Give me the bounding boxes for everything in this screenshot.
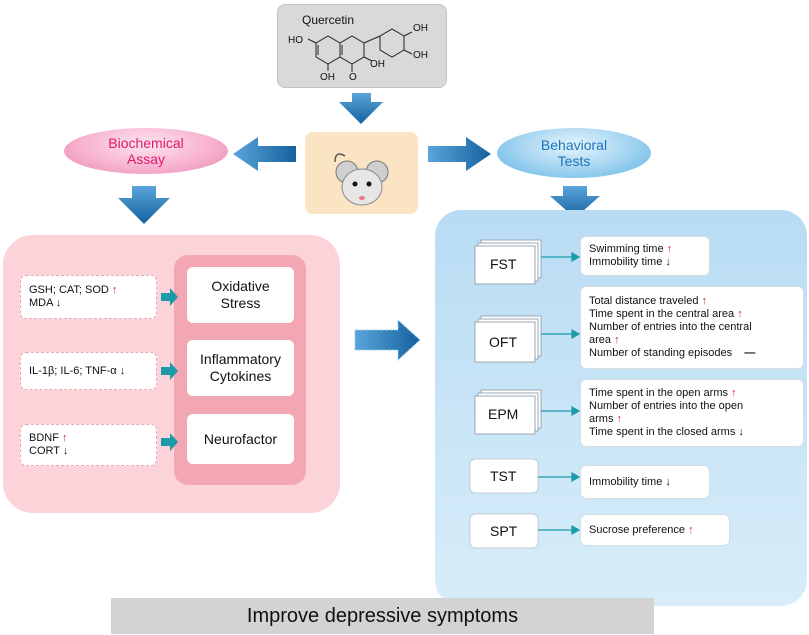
up-arrow-icon: ↑	[616, 413, 623, 425]
marker-line: BDNF	[29, 432, 59, 444]
result-line: Number of entries into the central	[589, 321, 752, 333]
result-line: Time spent in the closed arms	[589, 426, 736, 438]
result-box-epm: Time spent in the open arms ↑ Number of …	[580, 379, 804, 447]
category-line: Oxidative	[211, 278, 270, 294]
arrow-right-middle-icon	[354, 318, 421, 362]
down-arrow-icon: ↓	[62, 445, 69, 457]
quercetin-structure-icon	[307, 28, 413, 72]
arrow-right-behavioral-icon	[428, 137, 491, 171]
result-line: area	[589, 334, 612, 346]
quercetin-oh-label-1: OH	[413, 23, 428, 34]
up-arrow-icon: ↑	[737, 308, 743, 320]
marker-box-inflammatory: IL-1β; IL-6; TNF-α ↓	[20, 352, 157, 390]
result-line: arms	[589, 413, 614, 425]
result-box-tst: Immobility time ↓	[580, 465, 710, 499]
result-line: Number of entries into the open	[589, 400, 744, 412]
quercetin-panel: Quercetin HO OH OH OH OH O	[277, 4, 447, 88]
mouse-icon	[334, 153, 389, 206]
arrow-left-biochemical-icon	[233, 137, 296, 171]
behavioral-tests-label: Behavioral Tests	[497, 128, 651, 178]
down-arrow-icon: ↓	[665, 256, 671, 268]
category-line: Neurofactor	[203, 430, 278, 447]
result-line: Immobility time	[589, 475, 663, 488]
marker-line: CORT	[29, 445, 60, 457]
arrow-down-behavioral-icon	[550, 186, 600, 218]
down-arrow-icon: ↓	[665, 475, 671, 488]
quercetin-o-label: O	[349, 72, 357, 83]
arrow-down-quercetin-icon	[339, 93, 383, 124]
quercetin-title: Quercetin	[302, 13, 355, 27]
marker-arrow-icon	[161, 288, 178, 306]
quercetin-oh-label-4: OH	[320, 72, 335, 83]
up-arrow-icon: ↑	[688, 523, 694, 536]
mouse-panel	[305, 132, 418, 214]
down-arrow-icon: ↓	[55, 297, 62, 309]
category-line: Cytokines	[209, 368, 272, 384]
category-oxidative-stress: Oxidative Stress	[187, 267, 294, 323]
quercetin-oh-label-2: OH	[413, 50, 428, 61]
up-arrow-icon: ↑	[731, 387, 737, 399]
conclusion-text: Improve depressive symptoms	[246, 604, 519, 627]
test-label-spt: SPT	[490, 523, 518, 539]
biochemical-assay-label: Biochemical Assay	[64, 128, 228, 174]
result-line: Time spent in the open arms	[589, 387, 728, 399]
category-line: Stress	[220, 295, 261, 311]
dash-icon: —	[744, 347, 756, 359]
category-inflammatory-cytokines: Inflammatory Cytokines	[187, 340, 294, 396]
marker-arrow-icon	[161, 362, 178, 380]
category-neurofactor: Neurofactor	[187, 414, 294, 464]
arrow-down-biochemical-icon	[118, 186, 170, 224]
result-box-spt: Sucrose preference ↑	[580, 514, 730, 546]
test-label-tst: TST	[490, 468, 517, 484]
marker-line: GSH; CAT; SOD	[29, 284, 109, 296]
biochemical-title-line1: Biochemical	[108, 135, 184, 151]
marker-box-neurofactor: BDNF ↑ CORT ↓	[20, 424, 157, 466]
up-arrow-icon: ↑	[666, 243, 673, 255]
marker-line: IL-1β; IL-6; TNF-α	[29, 364, 117, 377]
biochemical-title-line2: Assay	[126, 151, 166, 167]
behavioral-title-line2: Tests	[557, 153, 591, 169]
result-box-fst: Swimming time ↑ Immobility time ↓	[580, 236, 710, 276]
marker-box-oxidative: GSH; CAT; SOD ↑ MDA ↓	[20, 275, 157, 319]
marker-line: MDA	[29, 297, 53, 309]
up-arrow-icon: ↑	[111, 284, 118, 296]
test-label-oft: OFT	[489, 334, 517, 350]
category-line: Inflammatory	[200, 351, 281, 367]
conclusion-bar: Improve depressive symptoms	[111, 598, 654, 634]
quercetin-ho-label: HO	[288, 35, 303, 46]
up-arrow-icon: ↑	[614, 334, 620, 346]
test-label-epm: EPM	[488, 406, 519, 422]
result-line: Swimming time	[589, 243, 664, 255]
down-arrow-icon: ↓	[738, 426, 744, 438]
result-line: Time spent in the central area	[589, 308, 735, 320]
up-arrow-icon: ↑	[62, 432, 68, 444]
result-line: Number of standing episodes	[589, 347, 733, 359]
down-arrow-icon: ↓	[119, 364, 126, 377]
marker-arrow-icon	[161, 433, 178, 451]
result-line: Immobility time	[589, 256, 663, 268]
test-label-fst: FST	[490, 256, 517, 272]
quercetin-oh-label-3: OH	[370, 59, 385, 70]
result-line: Total distance traveled	[589, 295, 699, 307]
result-box-oft: Total distance traveled ↑ Time spent in …	[580, 286, 804, 369]
behavioral-title-line1: Behavioral	[540, 137, 608, 153]
up-arrow-icon: ↑	[701, 295, 708, 307]
result-line: Sucrose preference	[589, 523, 685, 536]
